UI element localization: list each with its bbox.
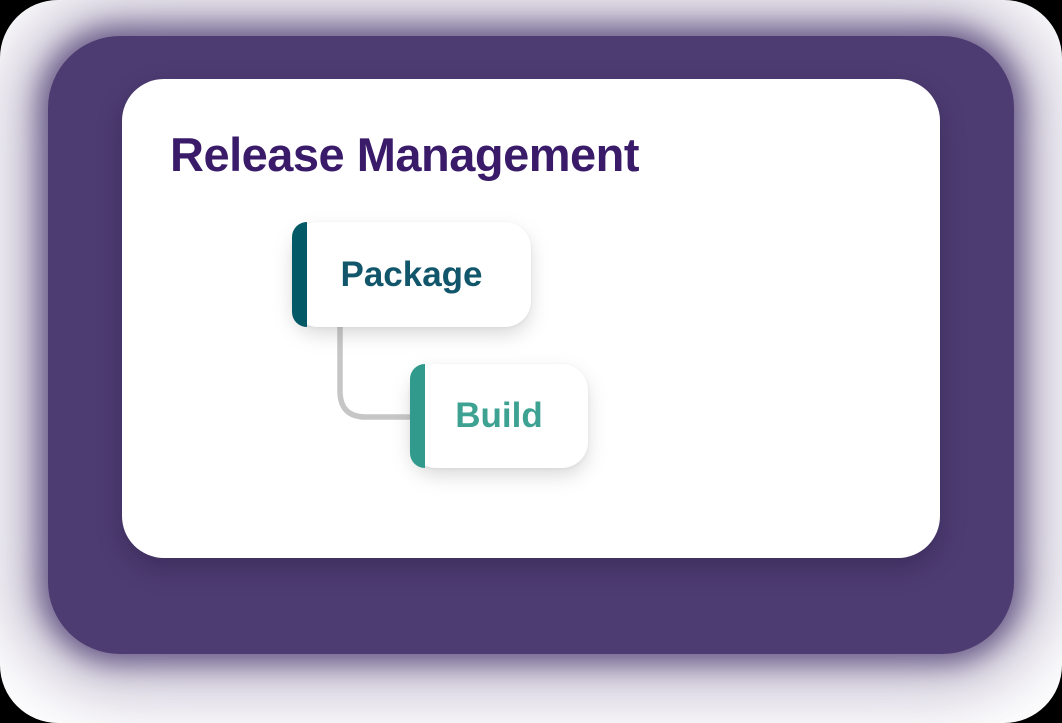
node-build-label: Build: [455, 396, 543, 435]
node-build[interactable]: Build: [410, 364, 588, 468]
release-management-card: Release Management: [122, 79, 940, 558]
node-package[interactable]: Package: [292, 222, 531, 327]
build-accent-bar: [410, 364, 425, 468]
page-title: Release Management: [170, 128, 640, 181]
package-accent-bar: [292, 222, 307, 327]
node-package-label: Package: [340, 254, 483, 294]
